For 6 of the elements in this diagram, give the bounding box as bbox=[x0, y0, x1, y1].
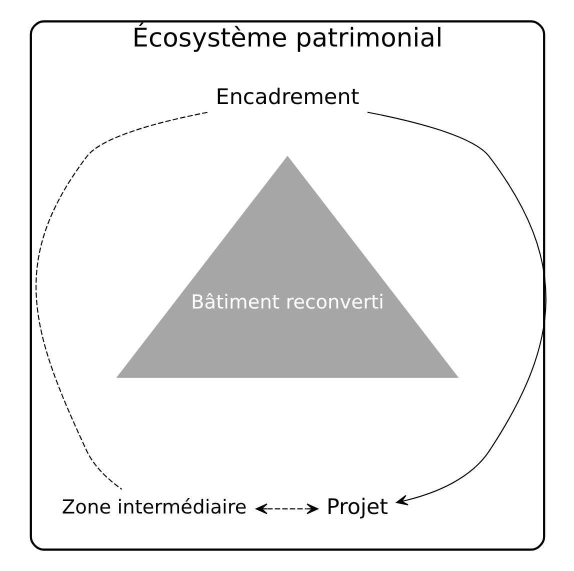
arrow bbox=[255, 503, 318, 514]
node-text: Encadrement bbox=[215, 85, 359, 110]
arrow bbox=[366, 112, 546, 506]
connector bbox=[35, 112, 207, 490]
node-text: Projet bbox=[326, 495, 388, 520]
node-text: Zone intermédiaire bbox=[61, 496, 246, 519]
